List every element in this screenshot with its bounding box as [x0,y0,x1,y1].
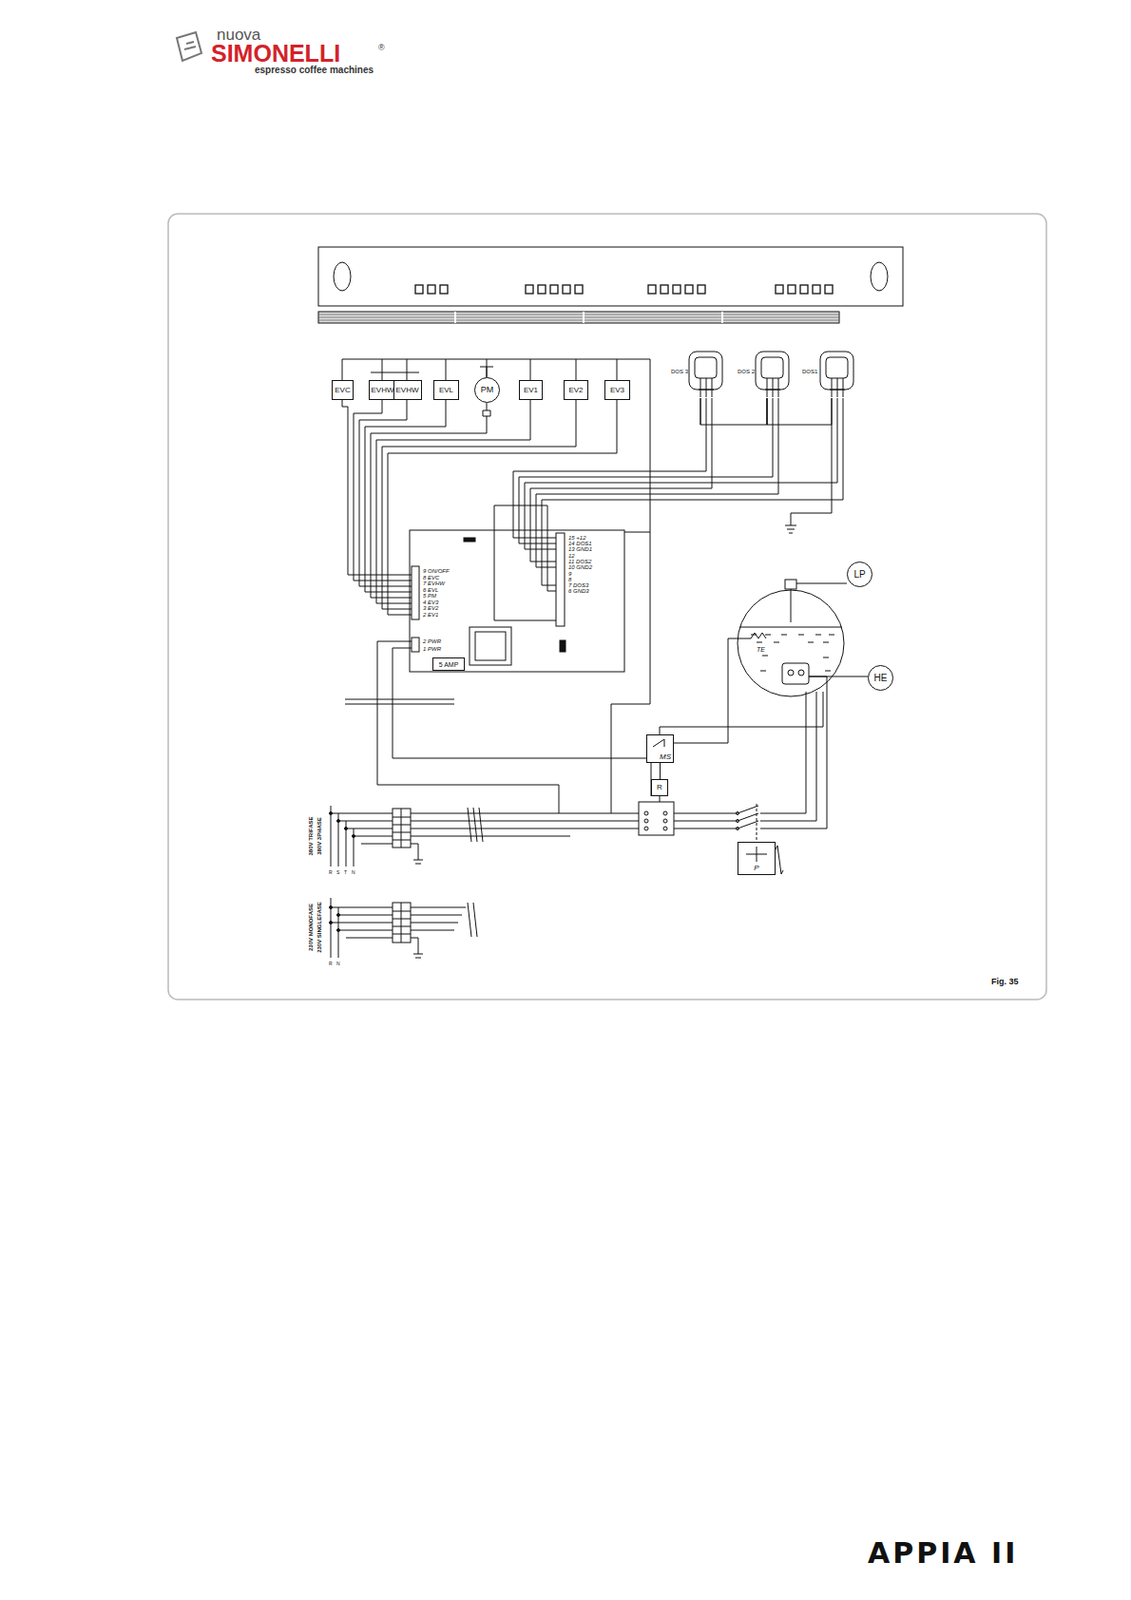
wire [659,691,824,735]
pin-label: 7 DOS3 [568,582,589,589]
component-box: EV2 [563,380,589,401]
component-label: P [753,864,759,875]
pin-label: 15 +12 [568,535,587,541]
component-label: DOS 3 [670,368,689,375]
pressure-switch: MS [646,734,674,764]
component-label: HE [874,673,888,684]
wire [624,532,651,534]
component-label: LP [853,570,865,580]
component-box: EVHW [393,380,422,401]
phase-label: T [344,870,347,876]
pin-label: 6 EVL [422,587,439,594]
main-switch: P [737,842,776,876]
logo-text: espresso coffee machines [254,65,374,76]
wire-connector [659,763,661,780]
wire [659,796,661,803]
wire [377,641,559,814]
component-box: 5 AMP [432,657,465,671]
supply-terminals [329,805,479,959]
component-label: EV1 [523,386,538,395]
motor-symbol [479,366,494,417]
component-label: 5 AMP [439,661,460,669]
pin-label: 13 GND1 [568,546,593,553]
pin-label: 2 EV1 [422,612,439,618]
figure-caption: Fig. 35 [991,977,1019,987]
control-board [409,530,625,672]
model-name: APPIA II [867,1539,1018,1569]
wire-bundle [342,400,617,615]
wire-connector [700,398,767,425]
boiler [737,579,868,697]
component-circle: HE [867,665,894,691]
sensor-label: TE [756,646,766,653]
supply-label: 380V TRIFASE [307,816,314,856]
phase-label: N [351,870,356,876]
component-box: EVC [331,380,354,401]
cable-break [345,699,455,705]
wire [392,648,652,797]
component-label: EVC [334,386,350,395]
pin-label: 5 PM [422,593,437,599]
component-box: EV3 [604,380,631,401]
pin-label: 10 GND2 [568,564,593,571]
wire-bundle [494,398,844,621]
switch-symbol [738,843,775,864]
wire [342,359,651,814]
pin-label: 8 EVC [422,575,440,581]
flowmeter: DOS 3 [670,349,724,399]
component-label: DOS1 [802,368,818,375]
logo-text: SIMONELLI [210,41,341,66]
logo-mark [176,32,202,61]
supply-label: 230V MONOFASE [307,903,314,952]
component-circle: LP [846,561,873,588]
component-box: R [651,779,669,797]
pin-label: 9 [568,571,572,577]
switch-symbol [647,735,673,751]
component-label: DOS 2 [737,368,755,375]
component-box: EV1 [518,380,543,401]
pin-label: 12 [568,553,576,559]
pin-label: 4 EV3 [422,599,439,606]
component-label: EV3 [610,386,625,395]
wire [370,372,420,374]
pin-label: 2 PWR [422,638,441,645]
pin-label: 3 EV2 [422,605,439,612]
wire [382,359,617,381]
terminal-block [638,802,674,836]
component-label: R [656,784,663,792]
flowmeter: DOS1 [801,349,855,399]
pin-label: 9 ON/OFF [422,568,450,575]
phase-label: R [328,961,333,967]
pin-label: 11 DOS2 [568,558,592,565]
phase-label: N [336,961,341,967]
component-circle: PM [474,377,500,403]
component-label: PM [480,385,495,395]
component-label: EV2 [568,386,583,395]
figure-frame [168,213,1047,1000]
wire-connector [766,398,832,425]
component-label: EVHW [371,386,395,395]
flowmeter: DOS 2 [736,349,790,399]
pin-label: 14 DOS1 [568,540,593,547]
pin-label: 8 [568,576,572,583]
component-label: EVL [439,386,454,395]
logo-text: ® [378,43,385,53]
pin-label: 1 PWR [422,646,441,652]
phase-label: R [328,870,333,876]
pin-label: 6 GND3 [568,588,590,595]
logo-text: nuova [216,26,261,43]
power-bus [410,676,827,875]
phase-label: S [336,870,340,876]
supply-label: 230V SINGLEFASE [316,901,323,954]
pin-label: 7 EVHW [422,580,445,587]
component-label: MS [659,753,673,763]
front-panel [318,247,903,324]
supply-label: 380V 3PHASE [316,817,323,856]
component-label: EVHW [396,386,420,395]
component-box: EVL [433,380,460,401]
